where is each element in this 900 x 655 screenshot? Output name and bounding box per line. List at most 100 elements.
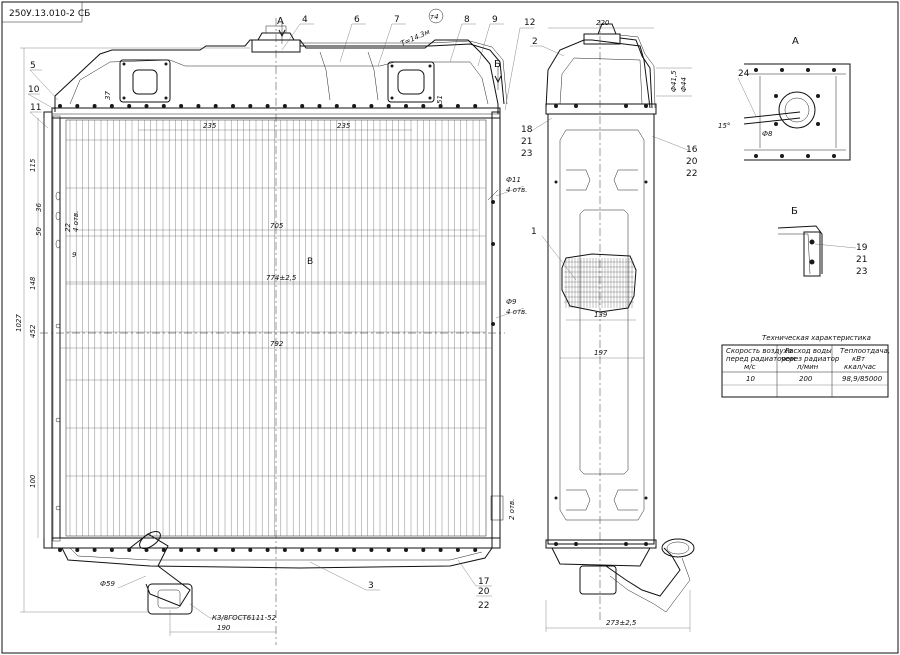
detail-a-body <box>744 63 851 161</box>
leader <box>477 23 491 67</box>
side-top-tank <box>545 39 651 109</box>
callout-12: 12 <box>524 18 535 28</box>
plate-bolt <box>144 548 149 552</box>
callout-19: 19 <box>856 243 868 253</box>
callout-22: 22 <box>478 601 489 611</box>
tank-rib <box>319 51 331 101</box>
callout-10: 10 <box>28 85 40 95</box>
plate-bolt <box>282 548 287 552</box>
leader <box>27 93 57 111</box>
detail-a-bolt <box>780 154 784 158</box>
callout-17: 17 <box>478 577 489 587</box>
core-sample-patch <box>561 253 637 313</box>
side-bolt <box>624 542 628 546</box>
plate-bolt <box>334 548 339 552</box>
plate-bolt <box>179 104 184 108</box>
plate-bolt <box>265 104 270 108</box>
dim-dia-8: Ф8 <box>762 130 773 138</box>
side-hole <box>554 496 558 500</box>
plate-bolt <box>404 104 408 108</box>
plate-bolt <box>421 104 426 108</box>
leader <box>281 23 301 51</box>
plate-bolt <box>438 104 443 108</box>
plate-bolt <box>196 548 201 552</box>
detail-a-bolt <box>754 68 758 72</box>
dim-hole-59: Ф59 <box>100 580 115 588</box>
side-core-frame <box>547 113 655 545</box>
plate-bolt <box>58 548 62 552</box>
dim-37: 37 <box>104 91 112 100</box>
dim-36: 36 <box>35 203 43 212</box>
tech-header-1a: Скорость воздуха <box>726 347 792 355</box>
callout-21: 21 <box>521 137 532 147</box>
tech-value-speed: 10 <box>746 375 755 383</box>
section-b-arrow <box>494 75 502 84</box>
side-bolt <box>574 104 578 108</box>
plate-bolt <box>352 548 357 552</box>
leader <box>117 575 147 589</box>
detail-a-bolt <box>806 154 810 158</box>
detail-b-body <box>777 225 823 274</box>
dim-148: 148 <box>29 276 37 290</box>
callout-8: 8 <box>464 15 470 25</box>
plate-bolt <box>386 104 391 108</box>
detail-a-bolt <box>774 122 778 126</box>
side-mount-lug <box>613 169 638 191</box>
section-a-label: А <box>277 16 284 27</box>
plate-bolt <box>369 104 374 108</box>
dim-139: 139 <box>594 311 608 319</box>
leader <box>814 243 857 249</box>
core-fins <box>66 139 486 477</box>
callout-23: 23 <box>521 149 532 159</box>
side-overflow-pipe-wall <box>619 34 656 109</box>
flange-bolt <box>164 62 168 66</box>
detail-a-bolt <box>816 94 820 98</box>
dim-100: 100 <box>29 474 37 488</box>
dim-115: 115 <box>29 158 37 172</box>
tech-header-2a: Расход воды <box>785 347 832 355</box>
plate-bolt <box>455 104 460 108</box>
leader <box>29 69 59 101</box>
side-hole <box>55 211 61 221</box>
bottom-tank-inner <box>69 547 483 561</box>
right-inlet-bore <box>397 69 425 95</box>
plate-bolt <box>161 104 166 108</box>
plate-bolt <box>404 548 408 552</box>
leader <box>377 23 393 67</box>
flange-bolt <box>428 64 432 68</box>
side-mount-lug <box>566 489 591 511</box>
dim-hole-9: Ф9 <box>506 298 517 306</box>
side-filler-neck <box>583 33 621 45</box>
detail-a-port <box>778 91 816 129</box>
plate-bolt <box>92 548 97 552</box>
dim-452: 452 <box>29 324 37 338</box>
left-inlet-flange <box>119 59 171 103</box>
bottom-tank-outline <box>61 547 493 569</box>
plate-bolt <box>179 548 184 552</box>
leader <box>504 27 521 111</box>
callout-22b: 22 <box>686 169 697 179</box>
plate-bolt <box>352 104 357 108</box>
drain-cock <box>157 589 181 609</box>
dim-angle-15: 15° <box>718 122 730 130</box>
callout-9: 9 <box>492 15 498 25</box>
mount-hole <box>491 242 495 246</box>
bottom-slot <box>490 495 504 521</box>
plate-bolt <box>421 548 426 552</box>
dim-235-right: 235 <box>337 122 351 130</box>
tech-header-3a: Теплоотдача, <box>840 347 890 355</box>
detail-a-lines <box>744 73 846 151</box>
leader <box>737 77 757 117</box>
plate-bolt <box>369 548 374 552</box>
plate-bolt <box>265 548 270 552</box>
callout-24: 24 <box>738 69 750 79</box>
detail-a-bolt <box>832 154 836 158</box>
side-view: 220 197 139 273±2,5 Ф41,5 Ф44 2 18 21 23… <box>521 19 698 632</box>
side-top-plate <box>545 103 657 115</box>
side-outlet-elbow-wall <box>609 557 691 613</box>
side-hole <box>554 180 558 184</box>
leader <box>309 561 367 591</box>
dim-qty-2: 2 отв. <box>508 499 516 520</box>
plate-bolt <box>317 548 322 552</box>
